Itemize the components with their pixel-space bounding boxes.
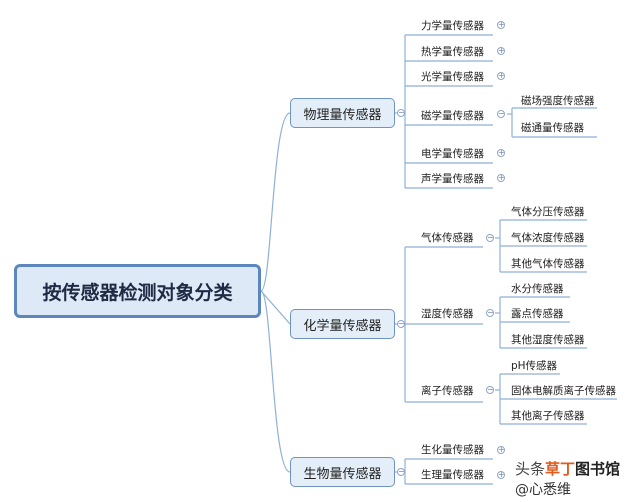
- expand-mechanical-toggle[interactable]: +: [497, 21, 505, 29]
- leaf-electrical[interactable]: 电学量传感器: [421, 148, 484, 160]
- watermark: 头条草丁图书馆 @心悉维: [515, 458, 620, 499]
- collapse-chemical-toggle[interactable]: −: [397, 320, 405, 328]
- watermark-logo-part2: 图书馆: [575, 460, 621, 478]
- watermark-logo: 头条草丁图书馆: [515, 460, 620, 478]
- minus-circle-icon: −: [398, 319, 405, 328]
- leaf-ion-other[interactable]: 其他离子传感器: [511, 410, 585, 422]
- plus-circle-icon: +: [498, 71, 505, 80]
- leaf-mechanical[interactable]: 力学量传感器: [421, 20, 484, 32]
- expand-physiological-toggle[interactable]: +: [497, 471, 505, 479]
- minus-circle-icon: −: [398, 467, 405, 476]
- leaf-gas-other[interactable]: 其他气体传感器: [511, 258, 585, 270]
- collapse-physical-toggle[interactable]: −: [397, 109, 405, 117]
- leaf-humidity[interactable]: 湿度传感器: [421, 308, 474, 320]
- category-label: 化学量传感器: [303, 318, 382, 334]
- collapse-gas-toggle[interactable]: −: [486, 234, 494, 242]
- collapse-biological-toggle[interactable]: −: [397, 468, 405, 476]
- leaf-ion[interactable]: 离子传感器: [421, 385, 474, 397]
- plus-circle-icon: +: [498, 173, 505, 182]
- leaf-thermal[interactable]: 热学量传感器: [421, 46, 484, 58]
- leaf-magnetic-field-strength[interactable]: 磁场强度传感器: [521, 95, 595, 107]
- plus-circle-icon: +: [498, 470, 505, 479]
- minus-circle-icon: −: [487, 233, 494, 242]
- leaf-magnetic[interactable]: 磁学量传感器: [421, 110, 484, 122]
- minus-circle-icon: −: [498, 109, 505, 118]
- collapse-humidity-toggle[interactable]: −: [486, 309, 494, 317]
- minus-circle-icon: −: [487, 308, 494, 317]
- leaf-physiological[interactable]: 生理量传感器: [421, 469, 484, 481]
- expand-acoustic-toggle[interactable]: +: [497, 174, 505, 182]
- category-label: 物理量传感器: [303, 107, 382, 123]
- expand-optical-toggle[interactable]: +: [497, 72, 505, 80]
- leaf-gas[interactable]: 气体传感器: [421, 232, 474, 244]
- leaf-acoustic[interactable]: 声学量传感器: [421, 173, 484, 185]
- expand-biochemical-toggle[interactable]: +: [497, 446, 505, 454]
- category-biological[interactable]: 生物量传感器: [290, 457, 395, 487]
- plus-circle-icon: +: [498, 20, 505, 29]
- plus-circle-icon: +: [498, 46, 505, 55]
- leaf-ph[interactable]: pH传感器: [511, 360, 558, 372]
- watermark-logo-part1: 头条: [515, 460, 546, 478]
- leaf-gas-concentration[interactable]: 气体浓度传感器: [511, 232, 585, 244]
- expand-electrical-toggle[interactable]: +: [497, 149, 505, 157]
- collapse-ion-toggle[interactable]: −: [486, 386, 494, 394]
- category-label: 生物量传感器: [303, 466, 382, 482]
- plus-circle-icon: +: [498, 148, 505, 157]
- minus-circle-icon: −: [398, 108, 405, 117]
- leaf-humidity-other[interactable]: 其他湿度传感器: [511, 334, 585, 346]
- category-chemical[interactable]: 化学量传感器: [290, 309, 395, 339]
- minus-circle-icon: −: [487, 385, 494, 394]
- root-label: 按传感器检测对象分类: [42, 281, 233, 304]
- watermark-logo-accent: 草丁: [545, 460, 576, 478]
- collapse-magnetic-toggle[interactable]: −: [497, 110, 505, 118]
- watermark-handle: @心悉维: [515, 482, 571, 498]
- plus-circle-icon: +: [498, 445, 505, 454]
- root-node[interactable]: 按传感器检测对象分类: [14, 264, 261, 318]
- category-physical[interactable]: 物理量传感器: [290, 98, 395, 128]
- leaf-optical[interactable]: 光学量传感器: [421, 71, 484, 83]
- leaf-solid-electrolyte[interactable]: 固体电解质离子传感器: [511, 385, 616, 397]
- leaf-biochemical[interactable]: 生化量传感器: [421, 444, 484, 456]
- leaf-moisture[interactable]: 水分传感器: [511, 283, 564, 295]
- leaf-magnetic-flux[interactable]: 磁通量传感器: [521, 122, 584, 134]
- leaf-gas-partial-pressure[interactable]: 气体分压传感器: [511, 206, 585, 218]
- expand-thermal-toggle[interactable]: +: [497, 47, 505, 55]
- leaf-dew-point[interactable]: 露点传感器: [511, 308, 564, 320]
